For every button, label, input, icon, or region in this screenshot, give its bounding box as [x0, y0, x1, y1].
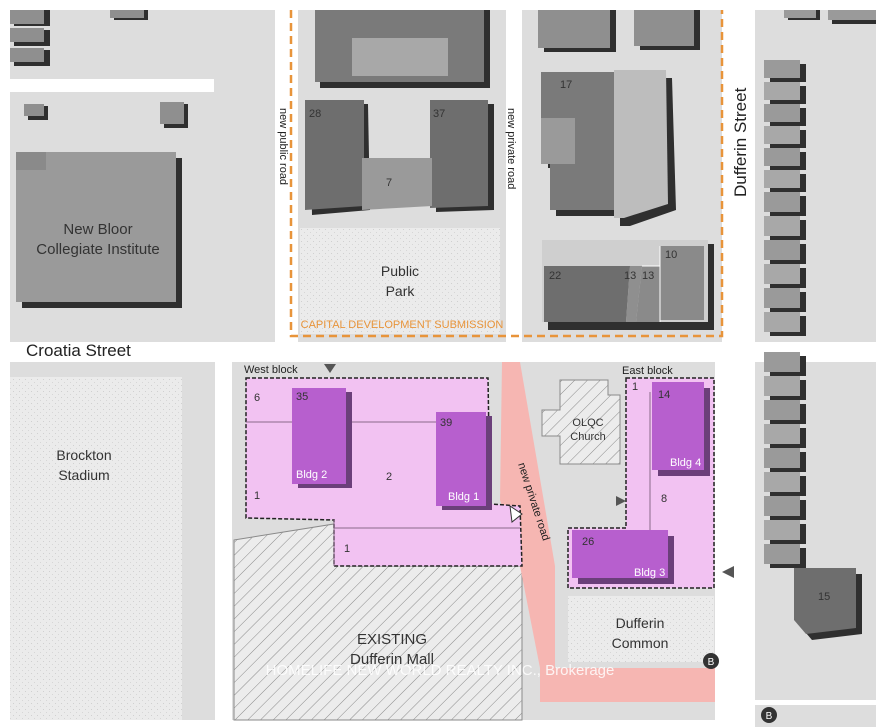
house [764, 496, 800, 516]
bldg-2-label: Bldg 2 [296, 469, 327, 481]
bldg-4-label: Bldg 4 [670, 457, 701, 469]
stadium-label-line2: Stadium [58, 467, 109, 483]
storey-8: 8 [661, 493, 667, 505]
house [764, 424, 800, 444]
b-marker-1-label: B [708, 657, 715, 668]
dufferin-entry-arrow [722, 566, 734, 578]
dufferin-east-houses [784, 10, 876, 24]
b-marker-1: B [703, 653, 719, 669]
storey-26: 26 [582, 536, 594, 548]
b-marker-2-label: B [766, 711, 773, 722]
east-entry-arrow [616, 496, 626, 506]
west-block [245, 377, 523, 567]
watermark: HOMELIFE NEW WORLD REALTY INC., Brokerag… [266, 662, 615, 679]
house [764, 520, 800, 540]
storey-1c: 1 [632, 381, 638, 393]
house [764, 400, 800, 420]
storey-17: 17 [560, 79, 572, 91]
storey-13b: 13 [642, 270, 654, 282]
house [764, 352, 800, 372]
house [764, 264, 800, 284]
east-block [567, 377, 715, 589]
storey-39: 39 [440, 417, 452, 429]
church-label-line2: Church [570, 431, 605, 443]
house [764, 312, 800, 332]
storey-14: 14 [658, 389, 670, 401]
house [764, 216, 800, 236]
private-road-connector [540, 668, 715, 702]
new-public-road-label: new public road [277, 108, 289, 185]
b-marker-2: B [761, 707, 777, 723]
storey-15: 15 [818, 591, 830, 603]
house [764, 170, 800, 188]
storey-1a: 1 [254, 490, 260, 502]
capital-development-buildings [300, 10, 500, 334]
storey-22: 22 [549, 270, 561, 282]
park-label-line1: Public [381, 263, 419, 279]
stadium-label-line1: Brockton [56, 447, 111, 463]
storey-1b: 1 [344, 543, 350, 555]
dufferin-street-label: Dufferin Street [731, 87, 750, 197]
storey-37: 37 [433, 108, 445, 120]
bldg-1-label: Bldg 1 [448, 491, 479, 503]
bldg-3-label: Bldg 3 [634, 567, 665, 579]
storey-35: 35 [296, 391, 308, 403]
mall-label-line2: Dufferin Mall [350, 651, 434, 668]
croatia-street-label: Croatia Street [26, 341, 131, 360]
storey-2: 2 [386, 471, 392, 483]
storey-28: 28 [309, 108, 321, 120]
road-direction-arrow [509, 504, 523, 523]
dufferin-common [568, 596, 714, 662]
storey-6: 6 [254, 392, 260, 404]
house [764, 126, 800, 144]
nw-buildings [10, 10, 188, 308]
west-block-label: West block [244, 364, 298, 376]
common-label-line1: Dufferin [616, 615, 665, 631]
house [764, 288, 800, 308]
park-label-line2: Park [386, 283, 416, 299]
capital-development-label: CAPITAL DEVELOPMENT SUBMISSION [301, 319, 504, 331]
west-block-arrow [324, 364, 336, 373]
brockton-stadium [10, 377, 182, 720]
olqc-church [541, 379, 621, 465]
house [764, 82, 800, 100]
mall-label-line1: EXISTING [357, 631, 427, 648]
school-label-line1: New Bloor [63, 221, 132, 238]
house [764, 240, 800, 260]
storey-7: 7 [386, 177, 392, 189]
common-label-line2: Common [612, 635, 669, 651]
new-private-road-north-label: new private road [505, 108, 517, 189]
ne-middle-buildings [538, 10, 714, 330]
house [764, 192, 800, 212]
house [764, 148, 800, 166]
storey-13a: 13 [624, 270, 636, 282]
storey-10: 10 [665, 249, 677, 261]
house [764, 544, 800, 564]
house [764, 60, 800, 78]
capital-development-outline [289, 10, 724, 338]
school-label-line2: Collegiate Institute [36, 241, 159, 258]
house [764, 448, 800, 468]
house-rows [764, 60, 806, 568]
house [764, 104, 800, 122]
church-label-line1: OLQC [572, 417, 603, 429]
new-private-road-south [500, 362, 555, 668]
east-block-label: East block [622, 365, 673, 377]
house [764, 472, 800, 492]
house [764, 376, 800, 396]
house-15 [794, 568, 862, 640]
